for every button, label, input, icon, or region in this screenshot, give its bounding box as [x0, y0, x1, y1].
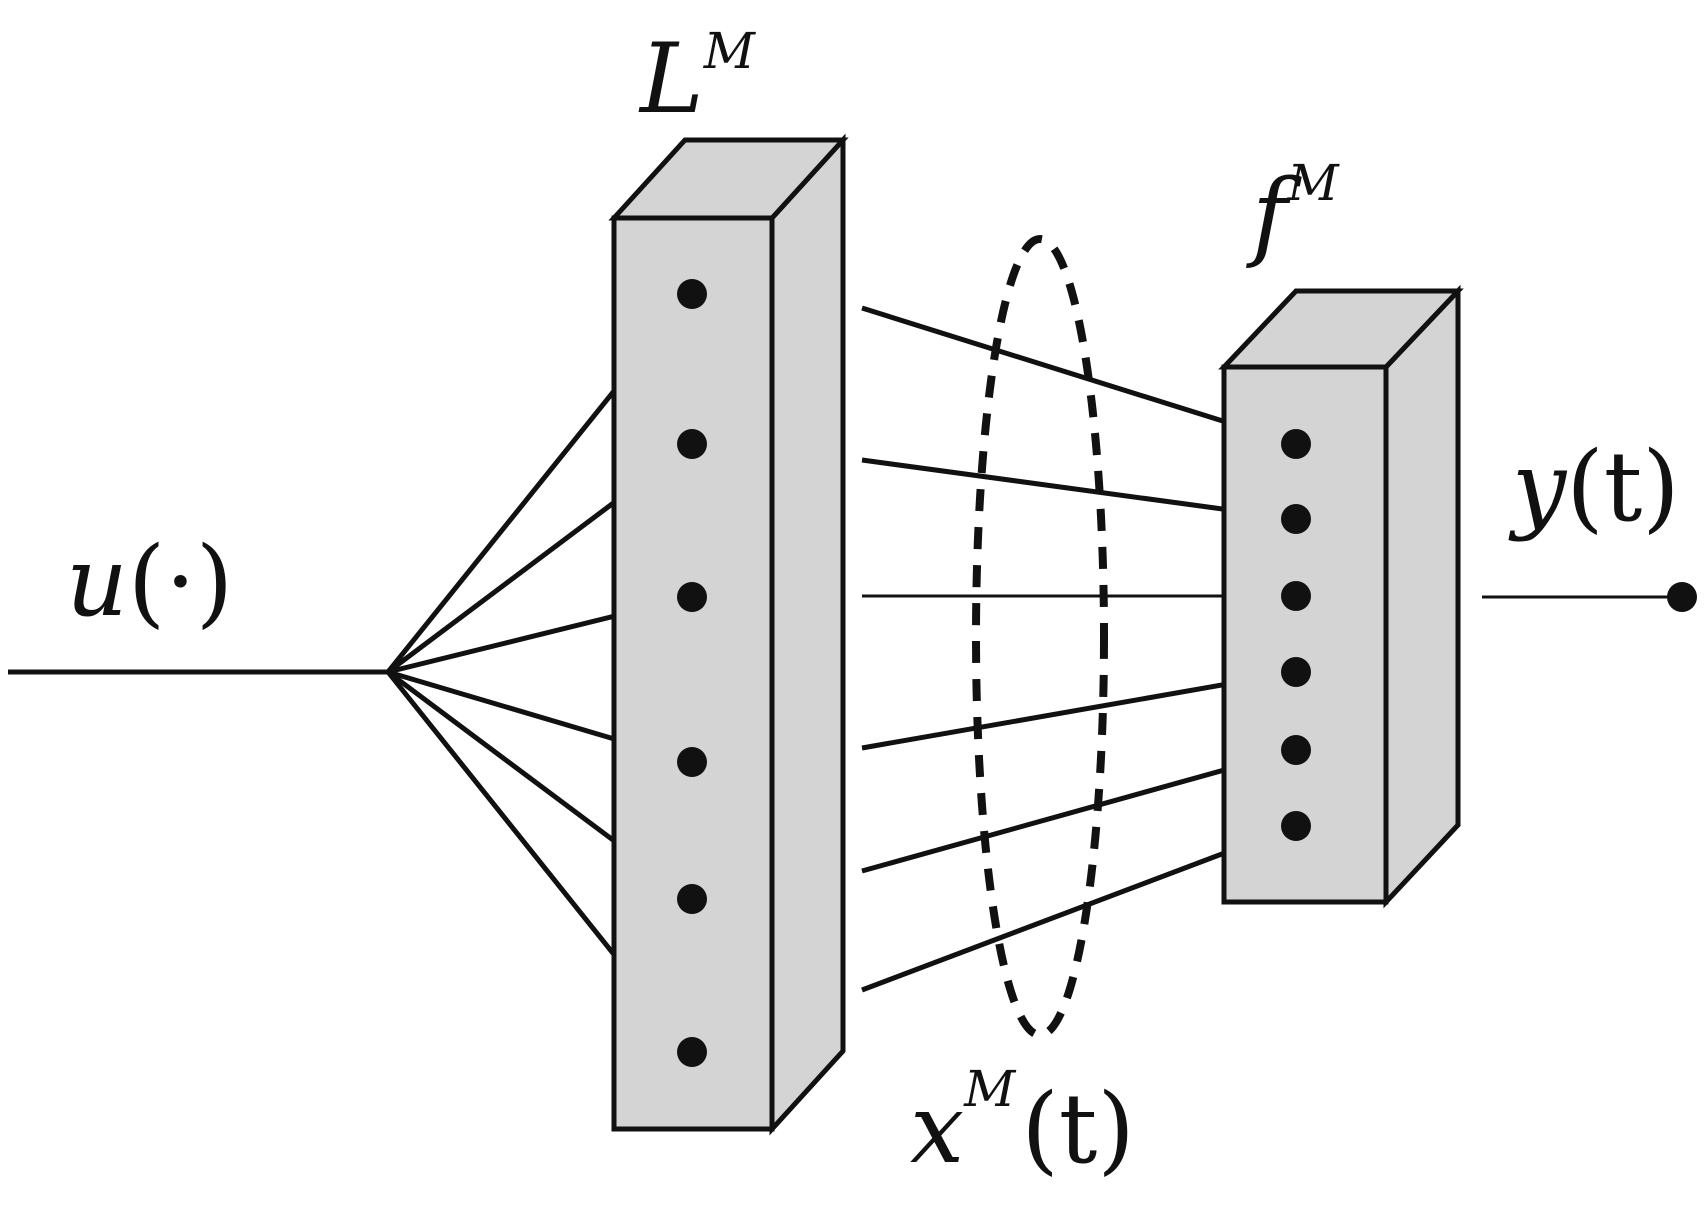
right-block-nodes	[1281, 429, 1311, 841]
left-block	[608, 133, 849, 1136]
right-block-front	[1221, 364, 1389, 905]
state-label-sup: M	[963, 1060, 1017, 1118]
left-block-label: LM	[638, 22, 757, 135]
left-block-label-base: L	[638, 23, 704, 135]
state-ellipse	[972, 235, 1108, 1039]
right-node-4	[1281, 657, 1311, 687]
state-label: xM(t)	[910, 1060, 1135, 1185]
right-node-3	[1281, 581, 1311, 611]
right-block-label-sup: M	[1287, 154, 1341, 212]
input-fanout	[386, 292, 694, 1054]
right-node-2	[1281, 504, 1311, 534]
right-block-side	[1383, 284, 1461, 909]
output-label-base: y	[1508, 431, 1568, 543]
right-node-6	[1281, 811, 1311, 841]
left-node-6	[677, 1037, 707, 1067]
output-terminal	[1667, 582, 1697, 612]
left-node-2	[677, 429, 707, 459]
right-node-1	[1281, 429, 1311, 459]
input-label: u(·)	[66, 526, 233, 638]
right-block	[1218, 284, 1464, 909]
state-label-base: x	[910, 1073, 964, 1185]
left-node-1	[677, 279, 707, 309]
left-block-side	[769, 133, 846, 1136]
right-block-label: fM	[1246, 154, 1341, 271]
left-block-nodes	[677, 279, 707, 1067]
left-block-label-sup: M	[703, 22, 757, 80]
output-label-arg: (t)	[1566, 431, 1679, 543]
state-label-arg: (t)	[1021, 1073, 1134, 1185]
input-label-base: u	[66, 526, 128, 638]
input-label-arg: (·)	[128, 526, 233, 638]
left-node-4	[677, 747, 707, 777]
output-label: y(t)	[1508, 431, 1680, 543]
right-node-5	[1281, 735, 1311, 765]
left-node-3	[677, 582, 707, 612]
left-node-5	[677, 884, 707, 914]
left-block-front	[611, 215, 775, 1132]
